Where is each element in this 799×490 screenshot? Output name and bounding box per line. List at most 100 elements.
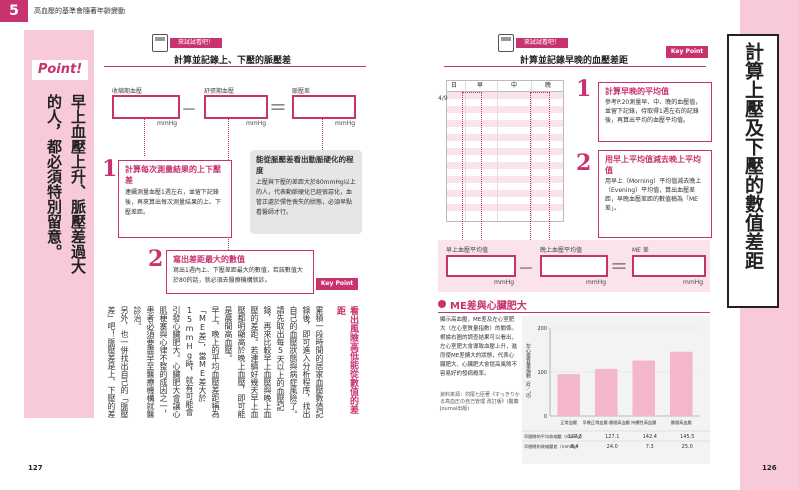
step2-number: 2 (148, 246, 164, 272)
bar (557, 374, 580, 416)
article-body: 累積一段時間的居家血壓數值記錄後，即可進入分析程序，找出自己的血壓狀態與病症風險… (102, 306, 326, 418)
y-tick-label: 200 (537, 326, 547, 332)
x-tick-label: 早晚正常血壓‧晨間高血壓 (583, 419, 630, 426)
diastolic-unit: mmHg (246, 120, 267, 127)
equals-sign: ＝ (269, 98, 287, 119)
table-row[interactable] (447, 197, 563, 204)
pulse-unit: mmHg (335, 120, 356, 127)
divider-left (104, 66, 366, 67)
article-heading: 看出風險高低能從數值的差距 (335, 306, 358, 414)
table-row[interactable] (447, 169, 563, 176)
step2-body-right: 用早上（Morning）平均值減去晚上（Evening）平均值，算出血壓差距，早… (605, 178, 702, 212)
systolic-unit: mmHg (157, 120, 178, 127)
diastolic-label: 舒張期血壓 (204, 88, 235, 95)
table-row[interactable] (447, 120, 563, 127)
table-row[interactable] (447, 204, 563, 211)
running-title: 高血壓的基準會隨著年齡變動 (34, 7, 125, 15)
left-sidebar: Point! 早上血壓上升、脈壓差過大的人，都必須特別留意。 (24, 30, 94, 418)
point-text: 早上血壓上升、脈壓差過大的人，都必須特別留意。 (45, 94, 87, 274)
minus-sign: － (181, 100, 198, 119)
step1-body: 連續測量血壓1週左右，並留下記錄後，再來算出每次測量結果的上、下壓差距。 (125, 189, 222, 216)
step2-title: 寫出差距最大的數值 (173, 255, 245, 264)
section-title-left: 計算並記錄上、下壓的脈壓差 (174, 56, 292, 66)
step1-number: 1 (102, 156, 118, 182)
step1-body-right: 參考P.20測量早、中、晚的血壓值，並留下記錄，待取得1週左右的記錄後，再算出平… (605, 99, 702, 124)
x-tick-label: 晨間高血壓 (671, 419, 692, 426)
bar (670, 351, 693, 416)
table-cell: 25.0 (682, 444, 693, 450)
step2-card: 寫出差距最大的數值 寫出1週內上、下壓差距最大的數值，若該數值大於80的話，就必… (166, 250, 314, 294)
article-paragraph: 另外，也一併找出自己的「脈壓差」吧！脈壓差是上、下壓的差距，能反映出動脈硬化的程… (102, 306, 129, 418)
pulse-label: 脈壓差 (292, 88, 311, 95)
table-row[interactable] (447, 141, 563, 148)
step2-number-right: 2 (576, 150, 592, 176)
y-axis-label: 左心室質量指數（g／㎡） (525, 342, 531, 401)
table-cell: 127.1 (605, 434, 619, 440)
me-body: 顯示高血壓，ME差及左心室肥大（左心室質量指數）的關係。根據右圖的調查結果可以看… (440, 317, 518, 377)
point-label: Point! (32, 60, 88, 80)
me-diff-label: ME 差 (632, 247, 649, 254)
me-diff-box[interactable] (632, 255, 706, 277)
table-row[interactable] (447, 155, 563, 162)
morning-avg-label: 早上血壓平均值 (446, 247, 489, 254)
pulse-box[interactable] (292, 95, 356, 119)
page-number-left: 127 (28, 464, 43, 472)
step1-card: 計算每次測量結果的上下壓差 連續測量血壓1週左右，並留下記錄後，再來算出每次測量… (118, 160, 232, 238)
diastolic-box[interactable] (204, 95, 268, 119)
table-cell: 142.4 (643, 434, 657, 440)
table-row[interactable] (447, 134, 563, 141)
table-cell: 145.5 (680, 434, 694, 440)
morning-avg-box[interactable] (446, 255, 516, 277)
y-tick-label: 100 (537, 370, 547, 376)
record-table: 日 早 中 晚 (446, 80, 564, 222)
table-row[interactable] (447, 127, 563, 134)
article-paragraph: 請先取出每5天以上的血壓記錄，再來比較早上血壓與晚上血壓的差距。若連續好幾天早上… (224, 306, 285, 418)
table-row[interactable] (447, 190, 563, 197)
step2-title-right: 用早上平均值減去晚上平均值 (605, 155, 701, 175)
table-row[interactable] (447, 92, 563, 99)
article-paragraph: 早上、晚上的平均血壓差距稱為「ME差」，當ME差大於15mmHg時，就有可能會引… (133, 306, 220, 418)
bar (595, 368, 618, 416)
page-number-right: 126 (762, 464, 777, 472)
table-row[interactable] (447, 183, 563, 190)
table-row[interactable] (447, 176, 563, 183)
chapter-badge: 5 (0, 0, 28, 22)
evening-avg-label: 晚上血壓平均值 (540, 247, 583, 254)
vertical-title-frame: 計算上壓及下壓的數值差距 (727, 34, 779, 308)
step1-number-right: 1 (576, 76, 592, 102)
table-cell: 7.3 (646, 444, 654, 450)
x-tick-label: 正常血壓 (560, 419, 577, 426)
section-title-right: 計算並記錄早晚的血壓差距 (520, 56, 629, 66)
callout-card: 能從脈壓差看出動脈硬化的程度 上壓與下壓的差距大於80mmHg以上的人，代表動脈… (250, 150, 362, 234)
me-heading: ME差與心臟肥大 (450, 301, 527, 312)
table-row[interactable] (447, 99, 563, 106)
y-tick-label: 0 (544, 414, 547, 420)
callout-title: 能從脈壓差看出動脈硬化的程度 (256, 155, 354, 175)
table-cell: 8.4 (571, 444, 579, 450)
evening-avg-box[interactable] (540, 255, 608, 277)
header-noon: 中 (511, 82, 518, 89)
me-chart: 左心室質量指數（g／㎡） 0 100 200 正常血壓早晚正常血壓‧晨間高血壓持續性高血… (522, 326, 710, 450)
table-cell: 24.0 (607, 444, 618, 450)
table-row-label: 早間晚的收縮壓差（mmHg） (524, 443, 580, 450)
table-row[interactable] (447, 211, 563, 218)
equals-sign-right: ＝ (610, 257, 628, 278)
step1-title-right: 計算早晚的平均值 (605, 87, 669, 96)
me-diff-unit: mmHg (683, 279, 704, 286)
step1-title: 計算每次測量結果的上下壓差 (125, 165, 221, 185)
header-evening: 晚 (545, 82, 552, 89)
try-label: 來試試看吧！ (516, 38, 568, 48)
vertical-title: 計算上壓及下壓的數值差距 (742, 42, 764, 270)
key-point-left: Key Point (316, 278, 358, 290)
table-row[interactable] (447, 113, 563, 120)
table-row[interactable] (447, 106, 563, 113)
first-date: 4/9 (438, 95, 448, 102)
table-row[interactable] (447, 162, 563, 169)
table-row[interactable] (447, 148, 563, 155)
table-body (447, 92, 563, 221)
me-bullet-icon (438, 300, 446, 308)
table-cell: 127.3 (568, 434, 582, 440)
calculator-icon (152, 34, 168, 52)
x-tick-label: 持續性高血壓 (631, 419, 656, 426)
systolic-box[interactable] (112, 95, 180, 119)
